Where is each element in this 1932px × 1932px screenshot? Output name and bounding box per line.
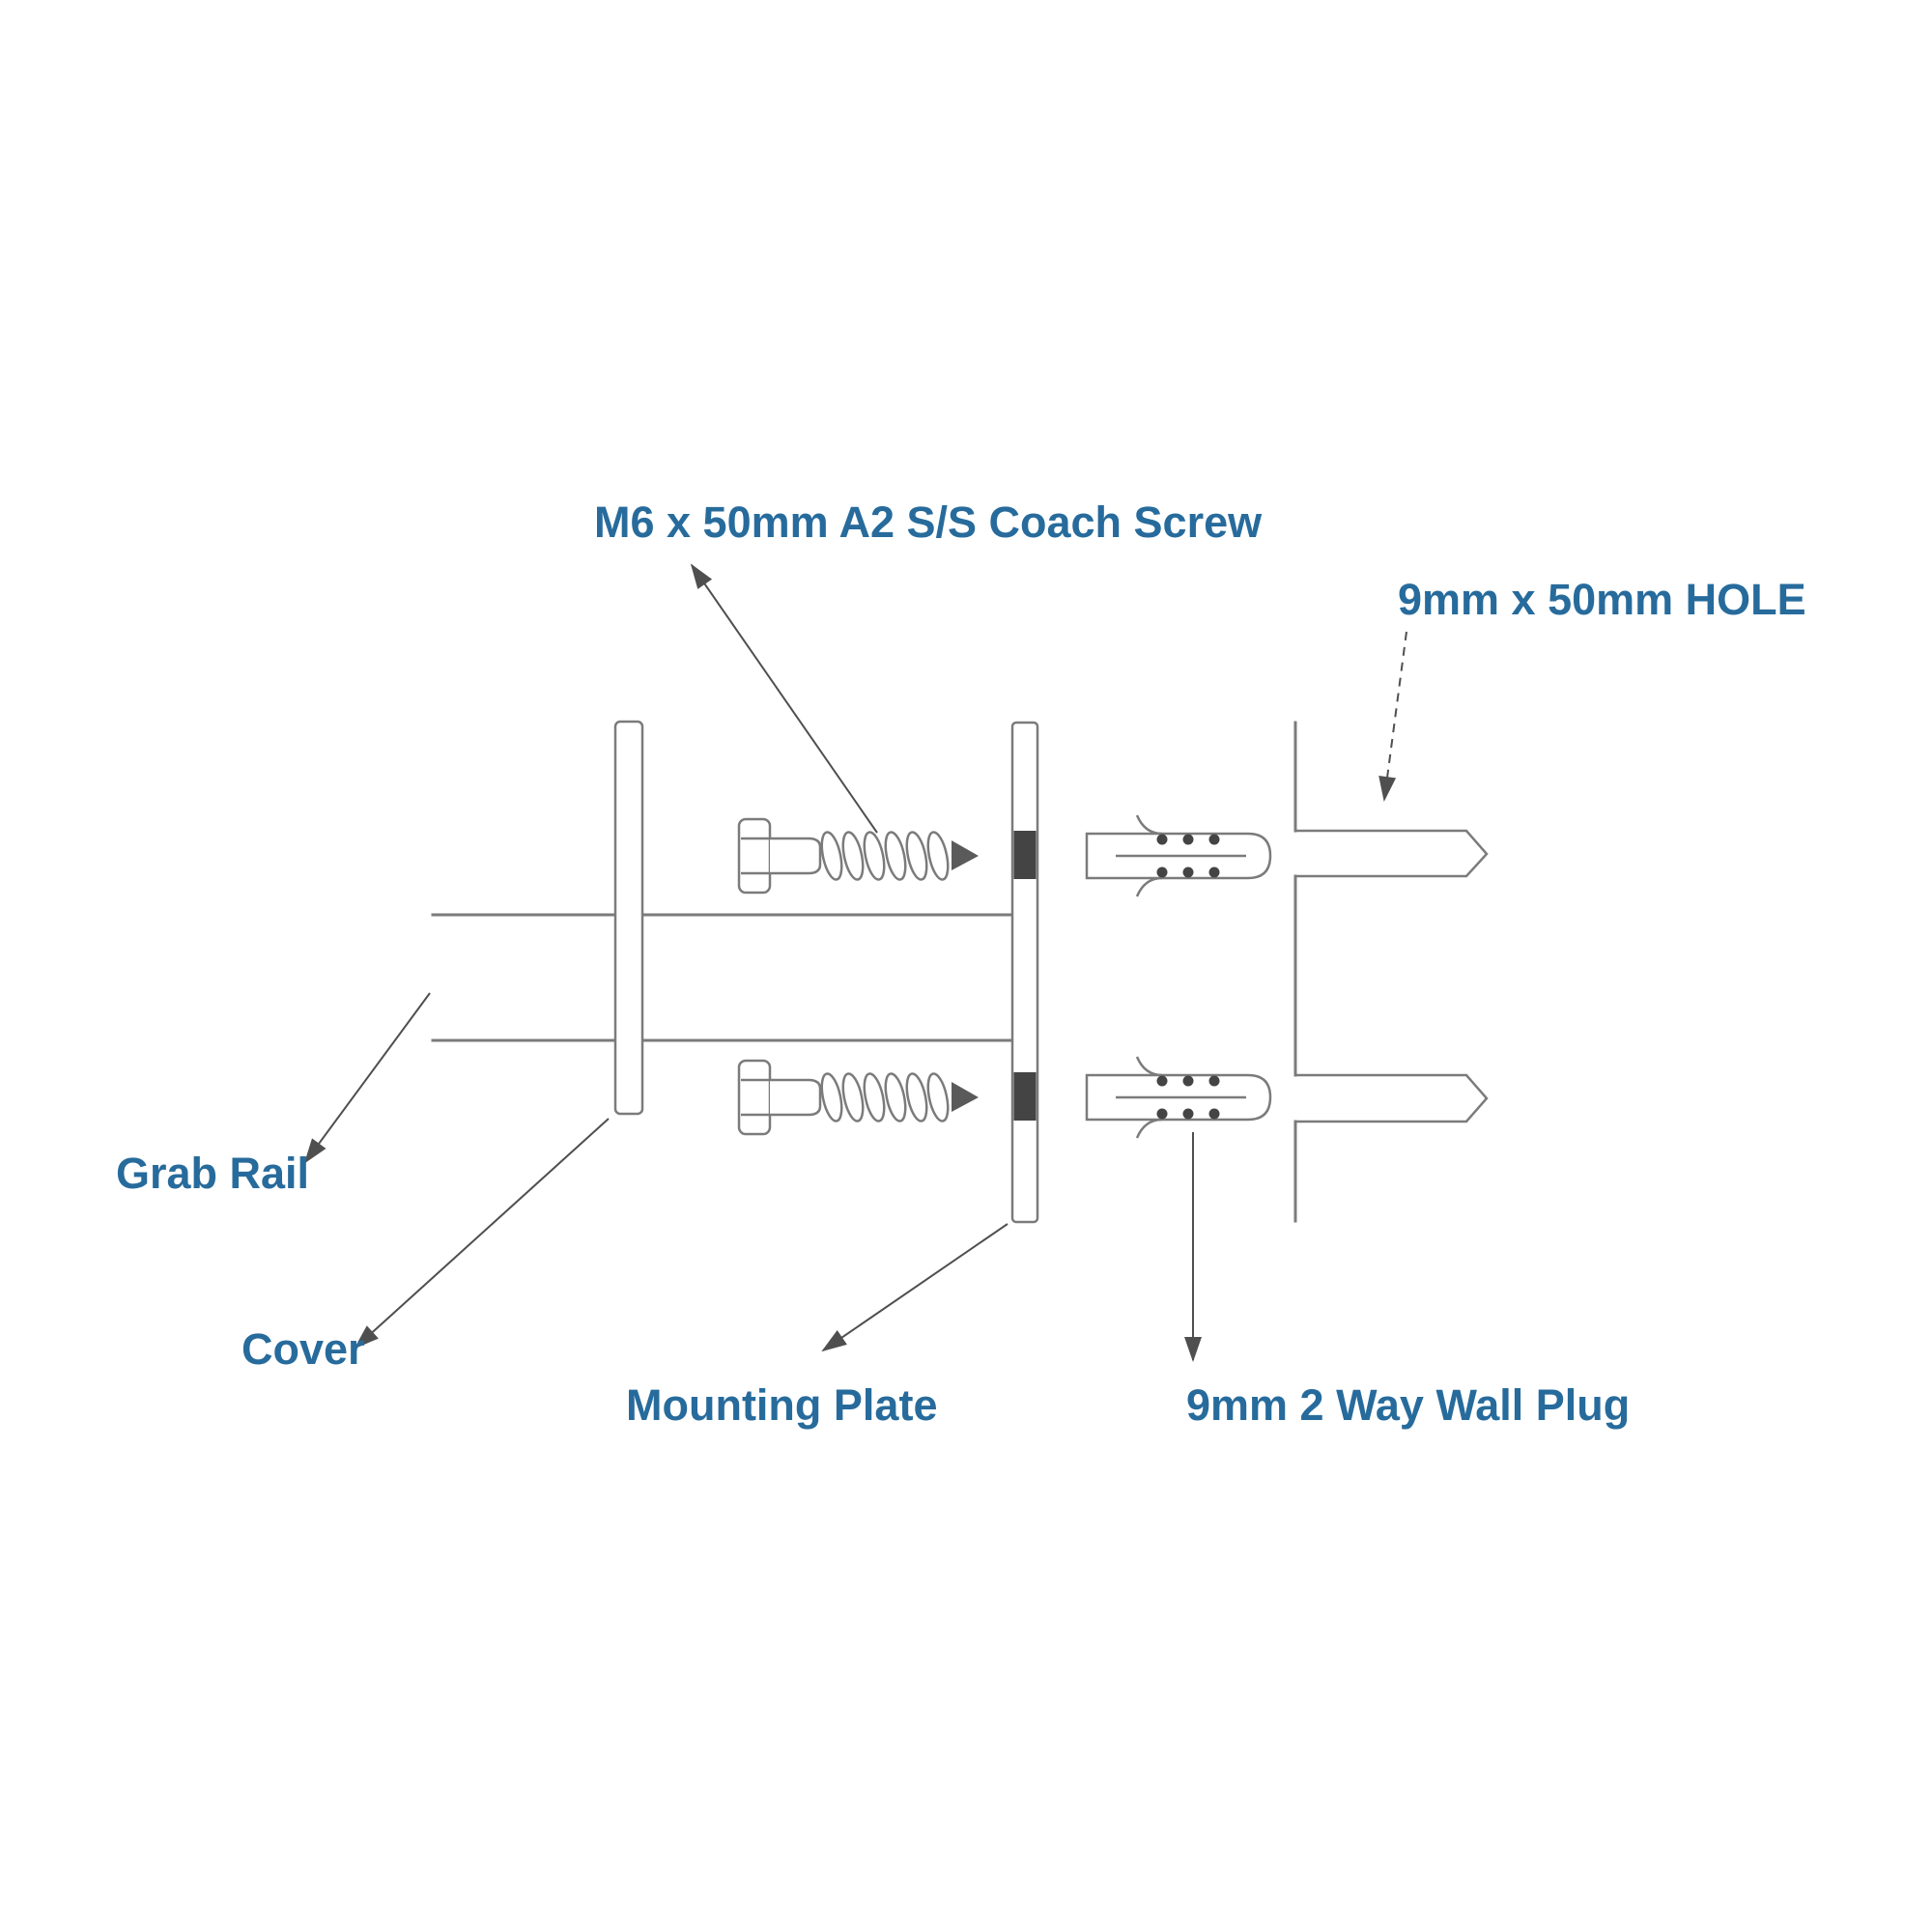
plug-rib-dot bbox=[1208, 1108, 1220, 1120]
hole-leader-arrow bbox=[1378, 631, 1407, 802]
screw-thread-coil bbox=[863, 1072, 886, 1122]
plug-rib-dot bbox=[1156, 1075, 1168, 1087]
wall-hole-top bbox=[1295, 829, 1489, 878]
grab-rail bbox=[431, 913, 1014, 1042]
label-grab-rail: Grab Rail bbox=[116, 1149, 309, 1198]
screw-thread-coil bbox=[884, 831, 907, 881]
mounting-plate-hole-segment-top bbox=[1013, 831, 1037, 879]
plug-rib-dots bbox=[1156, 834, 1220, 878]
wall-plug-top bbox=[1085, 814, 1272, 897]
screw-thread-coil bbox=[905, 831, 928, 881]
plug-rib-dot bbox=[1156, 867, 1168, 878]
label-cover: Cover bbox=[242, 1324, 365, 1374]
screw-head bbox=[737, 817, 772, 895]
screw-thread-coil bbox=[926, 1072, 950, 1122]
plug-rib-dot bbox=[1156, 834, 1168, 845]
grab-rail-leader-arrow bbox=[303, 992, 431, 1164]
screw-shoulder bbox=[770, 837, 822, 875]
label-mounting-plate: Mounting Plate bbox=[626, 1380, 937, 1430]
screw-tip bbox=[952, 840, 979, 870]
screw-tip bbox=[952, 1082, 979, 1112]
screw-thread-coil bbox=[820, 831, 843, 881]
screw-threads bbox=[820, 831, 950, 881]
wall-hole-bottom bbox=[1295, 1073, 1489, 1123]
coach-screw-bottom bbox=[737, 1059, 979, 1136]
plug-rib-dot bbox=[1208, 1075, 1220, 1087]
plug-flare-top bbox=[1135, 814, 1163, 836]
plug-rib-dot bbox=[1182, 1108, 1194, 1120]
label-coach-screw: M6 x 50mm A2 S/S Coach Screw bbox=[594, 497, 1263, 547]
label-wall-plug: 9mm 2 Way Wall Plug bbox=[1186, 1380, 1630, 1430]
mounting-plate-bar bbox=[1010, 721, 1039, 1224]
mounting-plate-leader-arrow bbox=[821, 1223, 1009, 1352]
screw-thread-coil bbox=[905, 1072, 928, 1122]
screw-thread-coil bbox=[926, 831, 950, 881]
mounting-plate-hole-segment-bottom bbox=[1013, 1072, 1037, 1121]
mounting-plate bbox=[1010, 721, 1039, 1224]
screw-thread-coil bbox=[863, 831, 886, 881]
plug-rib-dots bbox=[1156, 1075, 1220, 1120]
coach-screw-top bbox=[737, 817, 979, 895]
plug-flare-bottom bbox=[1135, 1118, 1163, 1139]
label-hole: 9mm x 50mm HOLE bbox=[1398, 575, 1806, 624]
screw-thread-coil bbox=[841, 1072, 865, 1122]
cover-plate bbox=[613, 720, 644, 1116]
plug-rib-dot bbox=[1208, 867, 1220, 878]
cover-leader-arrow bbox=[354, 1118, 610, 1350]
screw-shoulder bbox=[770, 1078, 822, 1117]
plug-rib-dot bbox=[1182, 1075, 1194, 1087]
screw-head bbox=[737, 1059, 772, 1136]
plug-rib-dot bbox=[1208, 834, 1220, 845]
coach-screw-leader-arrow bbox=[690, 563, 878, 834]
plug-rib-dot bbox=[1182, 867, 1194, 878]
wall-plug-bottom bbox=[1085, 1056, 1272, 1139]
plug-rib-dot bbox=[1156, 1108, 1168, 1120]
plug-flare-bottom bbox=[1135, 876, 1163, 897]
screw-thread-coil bbox=[884, 1072, 907, 1122]
plug-flare-top bbox=[1135, 1056, 1163, 1077]
plug-rib-dot bbox=[1182, 834, 1194, 845]
screw-thread-coil bbox=[820, 1072, 843, 1122]
screw-thread-coil bbox=[841, 831, 865, 881]
screw-threads bbox=[820, 1072, 950, 1122]
